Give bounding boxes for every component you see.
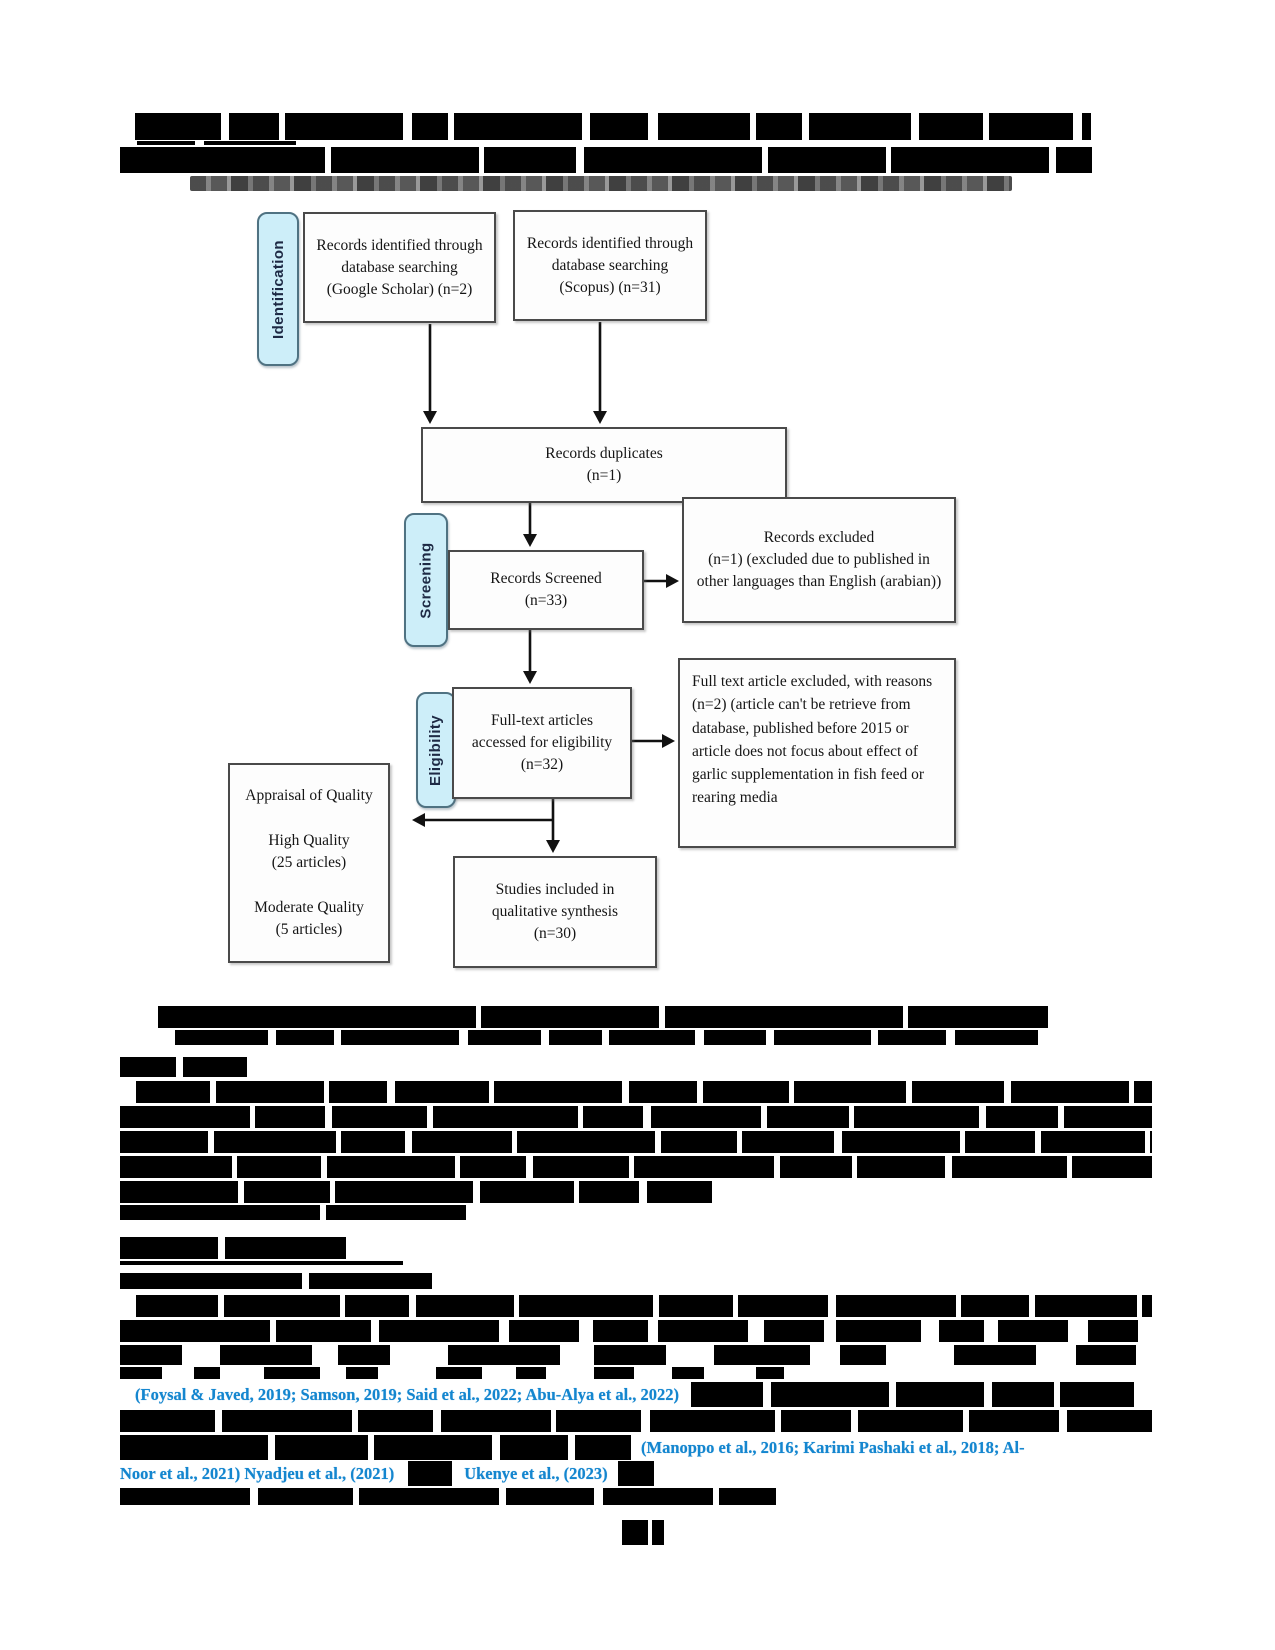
box-text: Records identified through database sear… (526, 234, 694, 296)
box-records-duplicates: Records duplicates (n=1) (421, 427, 787, 503)
redacted-text-line (120, 1367, 1152, 1379)
redacted-text-line (120, 1156, 1152, 1178)
box-count: (n=30) (533, 925, 577, 942)
box-text: Records identified through database sear… (316, 236, 483, 298)
box-records-scopus: Records identified through database sear… (513, 210, 707, 321)
redacted-text-line (120, 1345, 1152, 1365)
redacted-text-line (120, 147, 1092, 173)
citation-link[interactable]: (Foysal & Javed, 2019; Samson, 2019; Sai… (135, 1384, 680, 1404)
page-number-redacted (622, 1520, 664, 1545)
redacted-text-line (136, 1295, 1152, 1317)
citation-link[interactable]: Noor et al., 2021) Nyadjeu et al., (2021… (120, 1463, 395, 1483)
citation-line: Noor et al., 2021) Nyadjeu et al., (2021… (120, 1461, 1152, 1486)
box-count: (n=33) (524, 592, 568, 609)
box-count: (25 articles) (271, 854, 347, 871)
box-count: (5 articles) (275, 921, 343, 938)
redacted-text-line (120, 1181, 712, 1203)
box-count: (n=32) (520, 756, 564, 773)
stage-label-eligibility: Eligibility (416, 692, 456, 808)
figure-caption-redacted (175, 1030, 1041, 1045)
stage-label-text: Eligibility (427, 714, 445, 786)
stage-label-text: Screening (417, 541, 435, 619)
box-records-screened: Records Screened (n=33) (448, 550, 644, 630)
redacted-text-line (120, 1410, 1152, 1432)
redacted-text-line (120, 1488, 776, 1505)
stage-label-text: Identification (269, 239, 287, 339)
heading-underline (120, 1261, 403, 1265)
box-text: Records excluded (763, 529, 875, 546)
section-heading-redacted (120, 1237, 346, 1259)
box-studies-included: Studies included in qualitative synthesi… (453, 856, 657, 968)
citation-line: (Manoppo et al., 2016; Karimi Pashaki et… (120, 1435, 1152, 1460)
figure-caption-redacted (158, 1006, 1048, 1028)
section-heading-redacted (120, 1057, 247, 1077)
box-fulltext-excluded: Full text article excluded, with reasons… (678, 658, 956, 848)
box-fulltext-assessed: Full-text articles accessed for eligibil… (452, 687, 632, 799)
redacted-text-line (135, 113, 1091, 140)
redacted-text-line (120, 1131, 1152, 1153)
citation-link[interactable]: (Manoppo et al., 2016; Karimi Pashaki et… (641, 1437, 1025, 1457)
subheading-redacted (120, 1273, 432, 1289)
box-records-excluded: Records excluded (n=1) (excluded due to … (682, 497, 956, 623)
box-text: Records duplicates (545, 445, 663, 462)
redacted-text-line (136, 1081, 1152, 1103)
journal-header-redacted (190, 176, 1012, 191)
box-records-google-scholar: Records identified through database sear… (303, 212, 496, 323)
box-text: High Quality (268, 832, 350, 849)
stage-label-screening: Screening (404, 513, 448, 647)
box-text: Full text article excluded, with reasons… (692, 673, 933, 807)
box-text: Studies included in qualitative synthesi… (491, 881, 619, 920)
box-text: Moderate Quality (254, 899, 364, 916)
box-text: Appraisal of Quality (245, 787, 373, 804)
redacted-text-line (120, 1205, 466, 1220)
box-text: Records Screened (490, 570, 602, 587)
redacted-underline (137, 141, 195, 145)
citation-line: (Foysal & Javed, 2019; Samson, 2019; Sai… (120, 1382, 1152, 1407)
redacted-text-line (120, 1320, 1152, 1342)
redacted-text-line (120, 1106, 1152, 1128)
box-detail: (n=1) (excluded due to published in othe… (696, 551, 942, 590)
redacted-underline (204, 141, 296, 145)
box-text: Full-text articles accessed for eligibil… (471, 712, 613, 751)
citation-link[interactable]: Ukenye et al., (2023) (464, 1463, 608, 1483)
stage-label-identification: Identification (257, 212, 299, 366)
box-count: (n=1) (586, 467, 622, 484)
box-appraisal-of-quality: Appraisal of Quality High Quality (25 ar… (228, 763, 390, 963)
